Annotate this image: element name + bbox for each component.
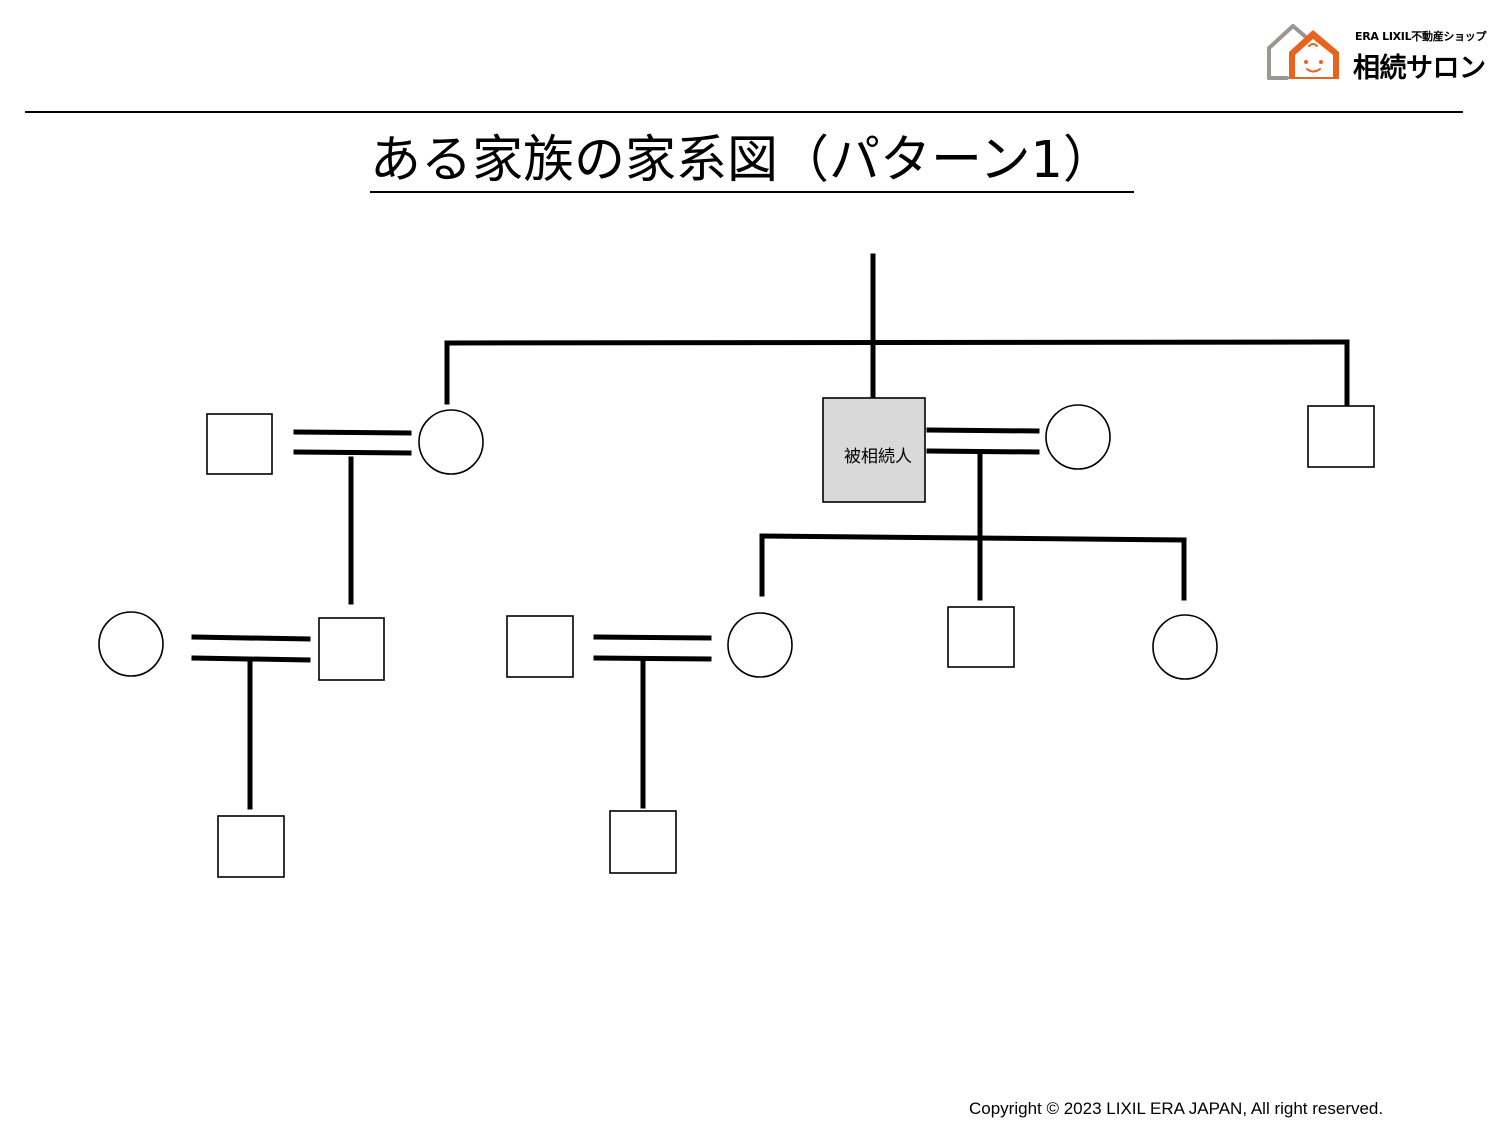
male-person [217, 815, 285, 878]
header-divider [25, 111, 1463, 113]
marriage-line-top [191, 634, 311, 642]
marriage-line-bottom [593, 655, 712, 662]
deceased-label: 被相続人 [844, 447, 912, 467]
page-title: ある家族の家系図（パターン1） [370, 131, 1114, 190]
female-person [98, 611, 164, 677]
female-person [1152, 614, 1218, 680]
male-person [318, 617, 385, 681]
title-underline [370, 191, 1134, 193]
deceased-person [822, 397, 926, 503]
tree-connectors [191, 253, 1350, 810]
brand-logo: ERA LIXIL不動産ショップ 相続サロン [1265, 22, 1495, 84]
male-person [1307, 405, 1375, 468]
marriage-line-bottom [191, 655, 311, 663]
male-person [609, 810, 677, 874]
marriage-line-top [926, 427, 1040, 434]
sibling-bar [444, 339, 1349, 346]
male-person [947, 606, 1015, 668]
marriage-line-top [293, 429, 412, 436]
marriage-line-bottom [926, 448, 1040, 455]
logo-title: 相続サロン [1353, 53, 1486, 84]
copyright-footer: Copyright © 2023 LIXIL ERA JAPAN, All ri… [969, 1099, 1384, 1118]
logo-subtitle: ERA LIXIL不動産ショップ [1355, 30, 1487, 43]
male-person [206, 413, 273, 475]
female-person [418, 409, 484, 475]
house-face-icon [1267, 24, 1339, 80]
family-members [98, 397, 1375, 878]
male-person [506, 615, 574, 678]
marriage-line-bottom [293, 449, 412, 456]
marriage-line-top [593, 634, 712, 641]
female-person [1045, 404, 1111, 470]
children-bar [759, 533, 1187, 543]
female-person [727, 612, 793, 678]
